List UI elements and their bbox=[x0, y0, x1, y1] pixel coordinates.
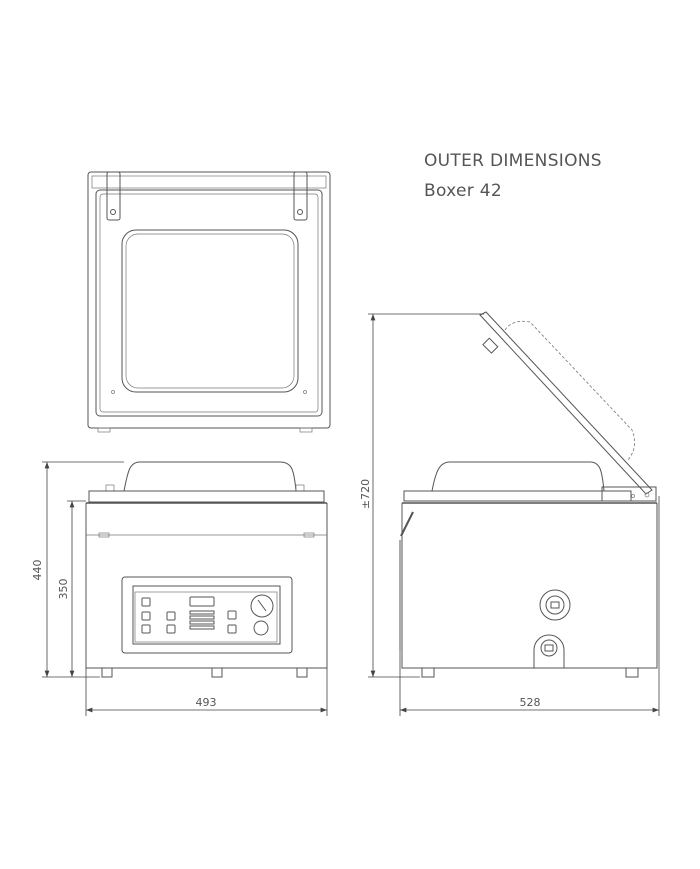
hinge-left bbox=[106, 171, 121, 221]
dim-528: 528 bbox=[520, 696, 541, 709]
side-dimensions: ±720 528 bbox=[359, 313, 660, 716]
drawing-title: OUTER DIMENSIONS bbox=[424, 151, 602, 171]
dim-493: 493 bbox=[196, 696, 217, 709]
top-view bbox=[87, 171, 331, 433]
dim-350: 350 bbox=[57, 579, 70, 600]
hinge-right bbox=[293, 171, 308, 221]
vacuum-gauge bbox=[250, 594, 274, 618]
dim-720: ±720 bbox=[359, 479, 372, 509]
front-dimensions: 440 350 493 bbox=[31, 461, 328, 716]
front-view bbox=[85, 461, 328, 678]
dim-440: 440 bbox=[31, 560, 44, 581]
model-name: Boxer 42 bbox=[424, 181, 502, 201]
display bbox=[189, 596, 215, 607]
control-panel bbox=[121, 576, 293, 654]
side-view bbox=[399, 311, 658, 678]
